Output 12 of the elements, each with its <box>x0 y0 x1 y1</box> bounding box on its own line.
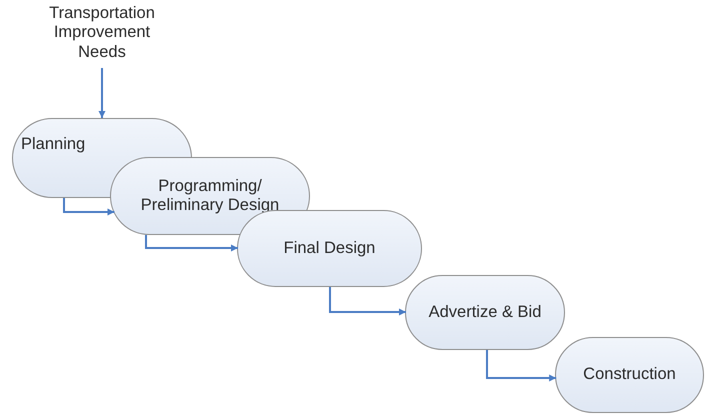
arrow <box>98 68 106 118</box>
arrow <box>329 287 406 316</box>
arrow <box>486 350 556 382</box>
arrow <box>145 235 238 252</box>
stage-label: Advertize & Bid <box>428 302 542 322</box>
stage-label: Construction <box>583 365 676 385</box>
arrow <box>63 198 114 216</box>
stage-label: Final Design <box>284 238 376 258</box>
stage-box <box>405 275 565 350</box>
stage-label: Planning <box>21 135 86 154</box>
stage-label: Programming/ Preliminary Design <box>140 176 280 216</box>
input-label: Transportation Improvement Needs <box>48 4 156 63</box>
